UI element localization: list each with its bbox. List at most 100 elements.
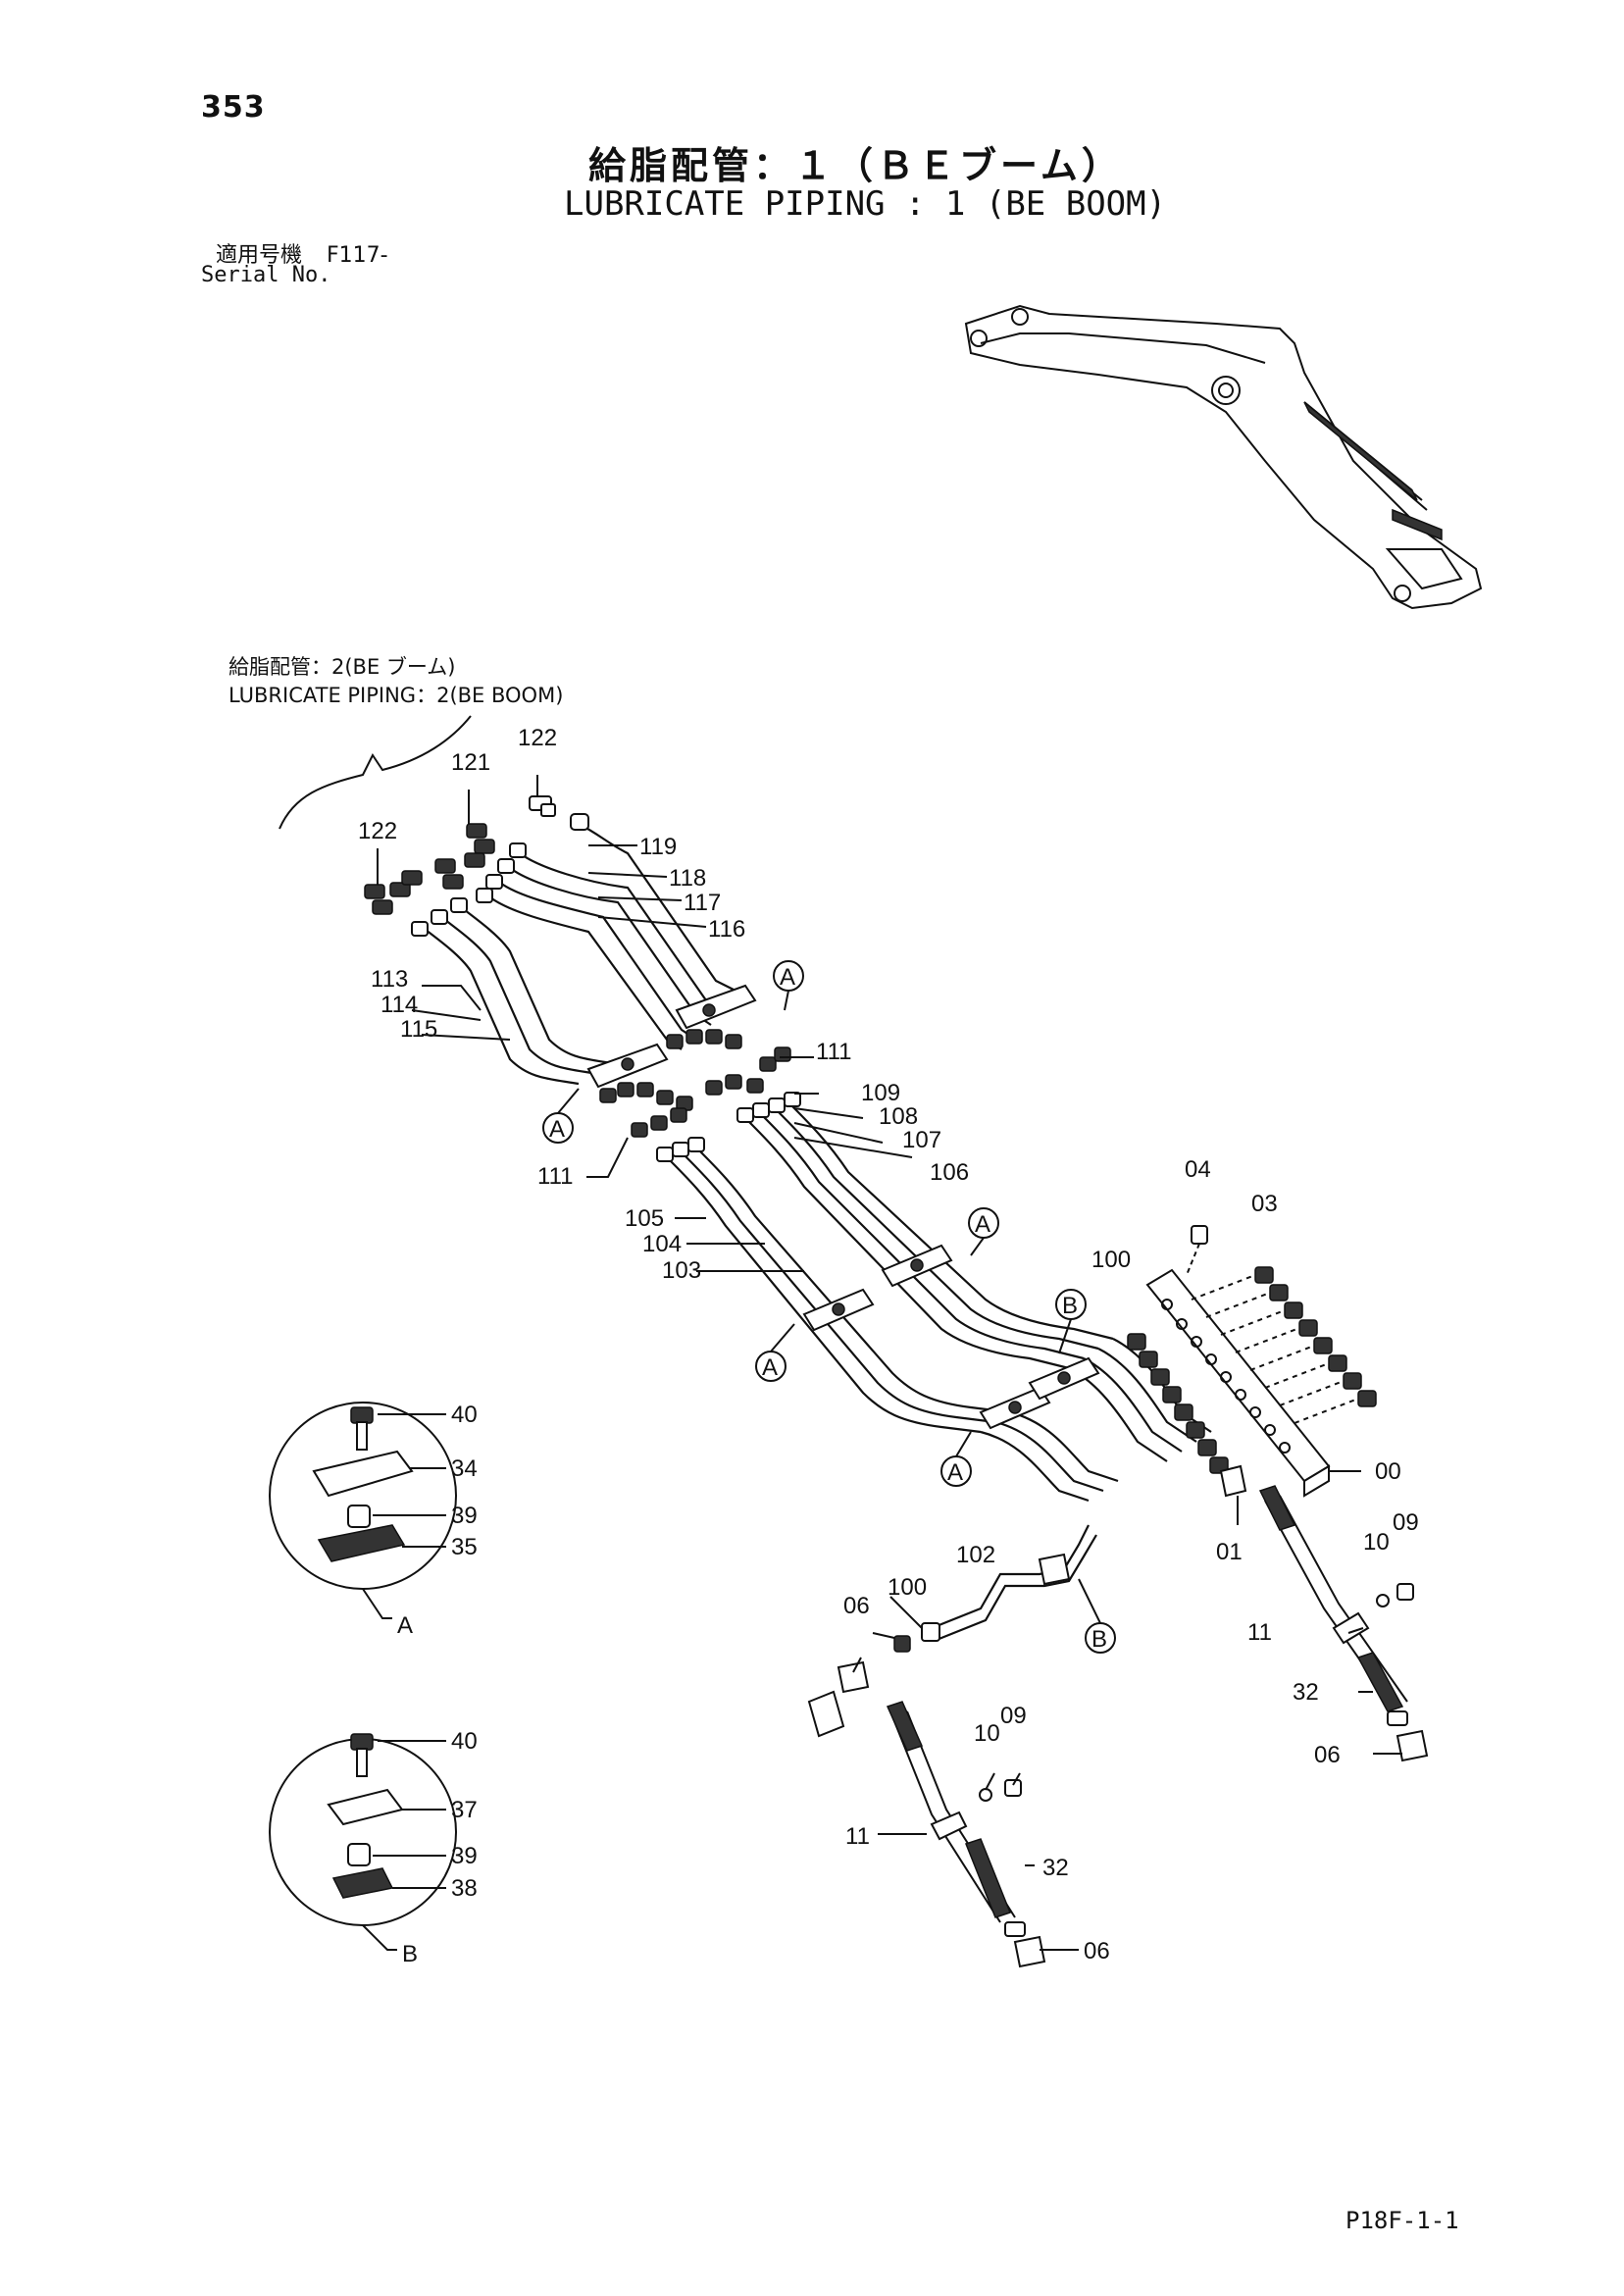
reference-bracket	[279, 715, 472, 830]
detail-a-spacer	[347, 1505, 371, 1528]
part-label-09-right: 09	[1393, 1509, 1419, 1536]
part-label-109: 109	[861, 1080, 900, 1106]
bolt-04	[1186, 1225, 1208, 1276]
part-label-111-right: 111	[816, 1039, 851, 1065]
callout-b-2: B	[1085, 1622, 1116, 1654]
fitting-121-group	[434, 823, 495, 890]
detail-a-label-39: 39	[451, 1503, 478, 1529]
detail-a-bolt-shank	[356, 1421, 368, 1451]
lower-clamp-blocks	[802, 1244, 1100, 1430]
reference-label-jp: 給脂配管：2(BE ブーム)	[228, 655, 456, 679]
part-label-119: 119	[639, 834, 677, 860]
detail-b-bolt-head	[350, 1733, 374, 1751]
boom-overview-illustration	[964, 304, 1483, 610]
title-english: LUBRICATE PIPING : 1 (BE BOOM)	[564, 184, 1167, 224]
fittings-100	[1127, 1333, 1229, 1474]
callout-a-5: A	[940, 1455, 972, 1487]
fittings-03	[1191, 1266, 1377, 1424]
part-label-09-left: 09	[1000, 1703, 1027, 1729]
detail-b-label-38: 38	[451, 1875, 478, 1902]
title-japanese: 給脂配管：１（ＢＥブーム）	[588, 144, 1123, 187]
part-label-100-top: 100	[1091, 1247, 1131, 1273]
part-label-10-right: 10	[1363, 1529, 1390, 1556]
callout-b-1: B	[1055, 1289, 1087, 1320]
figure-code: P18F-1-1	[1345, 2207, 1459, 2234]
detail-b-label: B	[402, 1941, 418, 1967]
detail-b-plate	[331, 1867, 394, 1899]
part-label-04: 04	[1185, 1156, 1211, 1183]
page-number: 353	[201, 90, 266, 125]
part-label-116: 116	[708, 916, 745, 943]
detail-b-label-39: 39	[451, 1843, 478, 1869]
part-label-32-left: 32	[1042, 1855, 1069, 1881]
svg-text:B: B	[1091, 1626, 1107, 1653]
serial-label-en: Serial No.	[201, 263, 331, 287]
detail-b-label-37: 37	[451, 1797, 478, 1823]
callout-a-2: A	[542, 1112, 574, 1144]
detail-a-label-34: 34	[451, 1455, 478, 1482]
svg-text:A: A	[947, 1459, 963, 1486]
part-label-118: 118	[669, 865, 706, 892]
part-label-100-bottom: 100	[888, 1574, 927, 1601]
part-label-106: 106	[930, 1159, 969, 1186]
detail-a-bolt-head	[350, 1406, 374, 1424]
fitting-122-group	[364, 870, 423, 915]
callout-a-4: A	[755, 1351, 787, 1382]
part-label-103: 103	[662, 1257, 701, 1284]
fitting-122-top	[529, 795, 556, 817]
svg-text:B: B	[1062, 1293, 1078, 1319]
reference-label-en: LUBRICATE PIPING：2(BE BOOM)	[228, 684, 564, 707]
detail-a-label-35: 35	[451, 1534, 478, 1560]
part-label-115: 115	[400, 1016, 437, 1043]
detail-b-clamp	[327, 1788, 404, 1826]
detail-b-bolt-shank	[356, 1748, 368, 1777]
part-label-122-left: 122	[358, 818, 397, 844]
part-label-107: 107	[902, 1127, 941, 1153]
detail-a: A	[269, 1402, 457, 1639]
serial-value: F117-	[327, 243, 388, 268]
serial-label-jp: 適用号機	[216, 243, 303, 268]
part-label-111-left: 111	[537, 1163, 573, 1190]
part-label-108: 108	[879, 1103, 918, 1130]
leader-lines	[377, 775, 1402, 1951]
part-label-01: 01	[1216, 1539, 1243, 1565]
distributor-holes	[1161, 1299, 1291, 1454]
svg-text:A: A	[975, 1211, 990, 1238]
grease-fittings-121-122	[364, 795, 556, 915]
part-label-114: 114	[381, 992, 418, 1018]
part-label-11-left: 11	[845, 1823, 870, 1850]
upper-clamp-blocks	[586, 984, 757, 1089]
part-label-10-left: 10	[974, 1720, 1000, 1747]
detail-b: B	[269, 1733, 457, 1967]
serial-number-label-jp: 適用号機 F117-	[216, 237, 388, 269]
part-label-03: 03	[1251, 1191, 1278, 1217]
part-label-06-bottom: 06	[1084, 1938, 1110, 1964]
svg-text:A: A	[549, 1116, 565, 1143]
part-label-32-right: 32	[1293, 1679, 1319, 1706]
svg-text:A: A	[762, 1354, 778, 1381]
part-label-121: 121	[451, 749, 490, 776]
part-number-labels: 122 121 122 119 118 117 116 113 114 115 …	[358, 725, 1419, 1964]
pipe-102	[893, 1524, 1097, 1653]
part-label-113: 113	[371, 966, 408, 993]
part-label-117: 117	[684, 890, 721, 916]
part-label-105: 105	[625, 1205, 664, 1232]
callout-a-1: A	[773, 960, 804, 992]
distributor-block	[1127, 1225, 1377, 1498]
part-label-11-right: 11	[1247, 1619, 1272, 1646]
callout-a-3: A	[968, 1207, 999, 1239]
part-label-06-right: 06	[1314, 1742, 1341, 1768]
left-hose-assembly	[807, 1660, 1046, 1968]
svg-text:A: A	[780, 964, 795, 991]
part-label-00: 00	[1375, 1458, 1401, 1485]
detail-a-plate	[317, 1524, 406, 1562]
callout-markers: A A A A A B B	[542, 960, 1116, 1654]
fittings-111	[599, 1029, 791, 1138]
detail-b-label-40: 40	[451, 1728, 478, 1755]
detail-a-clamp	[312, 1450, 414, 1498]
lower-pipes-103-109	[656, 1092, 1212, 1503]
part-label-104: 104	[642, 1231, 682, 1257]
part-label-102: 102	[956, 1542, 995, 1568]
detail-b-spacer	[347, 1843, 371, 1866]
